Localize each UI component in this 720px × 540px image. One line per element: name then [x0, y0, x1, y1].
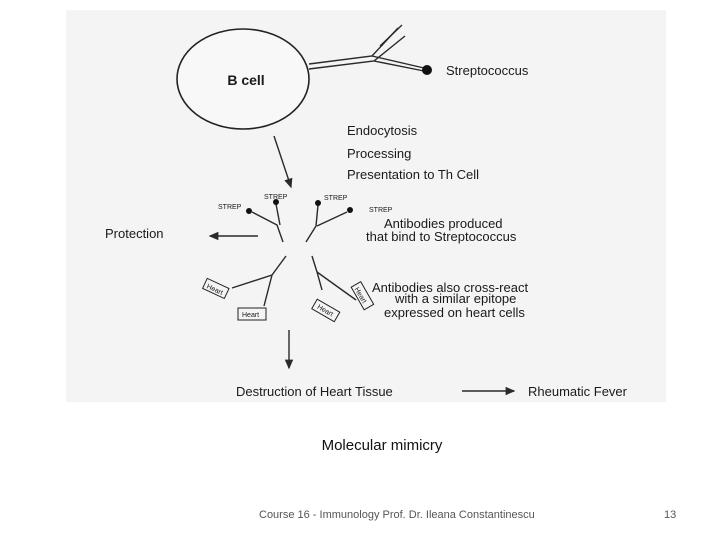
step-presentation: Presentation to Th Cell — [347, 167, 479, 182]
protection-label: Protection — [105, 226, 164, 241]
page-number: 13 — [664, 509, 677, 521]
step-endocytosis: Endocytosis — [347, 123, 418, 138]
heart-tag-2: Heart — [242, 312, 259, 319]
antibodies-produced-line-2: that bind to Streptococcus — [366, 229, 517, 244]
strep-tag-1: STREP — [218, 204, 242, 211]
streptococcus-dot — [422, 65, 432, 75]
cross-react-line-2: with a similar epitope — [394, 291, 516, 306]
footer-course-text: Course 16 - Immunology Prof. Dr. Ileana … — [259, 509, 535, 521]
destruction-label: Destruction of Heart Tissue — [236, 384, 393, 399]
arrow-down-1 — [273, 135, 293, 189]
scanned-figure-background — [66, 10, 666, 402]
step-processing: Processing — [347, 146, 411, 161]
b-cell-label: B cell — [227, 72, 264, 88]
b-cell-circle — [176, 28, 310, 130]
antibodies-strep-group — [246, 199, 353, 243]
antibodies-produced-line-1: Antibodies produced — [384, 216, 503, 231]
slide-caption: Molecular mimicry — [321, 437, 443, 454]
cross-react-line-1: Antibodies also cross-react — [372, 280, 528, 295]
strep-tag-2: STREP — [264, 194, 288, 201]
cross-react-line-3: expressed on heart cells — [384, 305, 525, 320]
streptococcus-label: Streptococcus — [446, 63, 529, 78]
strep-tag-3: STREP — [324, 195, 348, 202]
strep-tag-4: STREP — [369, 207, 393, 214]
rheumatic-fever-label: Rheumatic Fever — [528, 384, 628, 399]
b-cell-receptor — [308, 24, 425, 72]
antibodies-heart-group — [201, 255, 375, 323]
